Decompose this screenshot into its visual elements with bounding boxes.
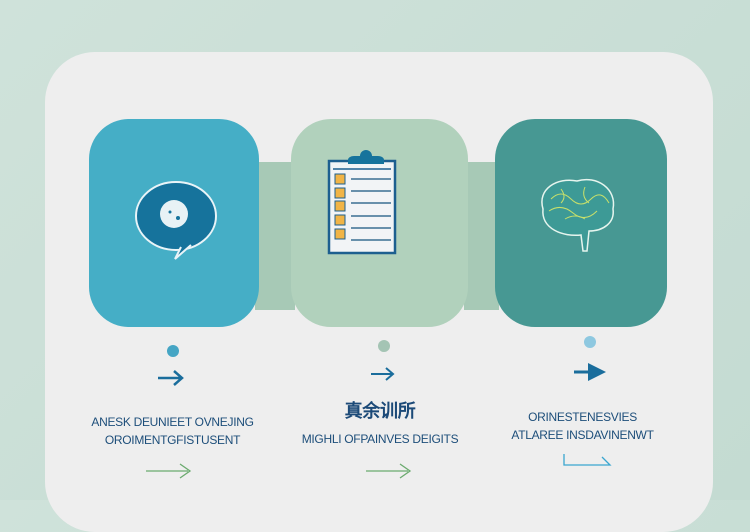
speech-bubble-icon (135, 181, 217, 260)
step-dot-2 (378, 340, 390, 352)
step-3-line-1: ORINESTENESVIES (528, 410, 637, 424)
arrow-right-icon (574, 363, 606, 381)
clipboard-checklist-icon (327, 150, 397, 255)
arrow-right-icon (158, 370, 184, 386)
step-tile-1 (89, 119, 259, 327)
long-arrow-right-icon (146, 463, 192, 479)
connector-1 (255, 162, 295, 310)
connector-2 (464, 162, 499, 310)
step-2-title: 真余训所 (344, 401, 416, 421)
corner-arrow-icon (563, 454, 612, 466)
arrow-right-icon (371, 367, 395, 381)
step-1-line-1: ANESK DEUNIEET OVNEJING (91, 415, 254, 429)
step-3-text: ORINESTENESVIES ATLAREE INSDAVINENWT (495, 408, 670, 444)
step-dot-3 (584, 336, 596, 348)
step-dot-1 (167, 345, 179, 357)
step-tile-2 (291, 119, 468, 327)
step-1-line-2: OROIMENTGFISTUSENT (104, 433, 241, 447)
step-2-line-1: MIGHLI OFPAINVES DEIGITS (301, 432, 459, 446)
long-arrow-right-icon (366, 463, 412, 479)
brain-icon (541, 178, 615, 252)
step-1-text: ANESK DEUNIEET OVNEJING OROIMENTGFISTUSE… (90, 413, 255, 449)
step-3-line-2: ATLAREE INSDAVINENWT (511, 428, 654, 442)
step-tile-3 (495, 119, 667, 327)
step-2-text: 真余训所 MIGHLI OFPAINVES DEIGITS (290, 402, 470, 448)
